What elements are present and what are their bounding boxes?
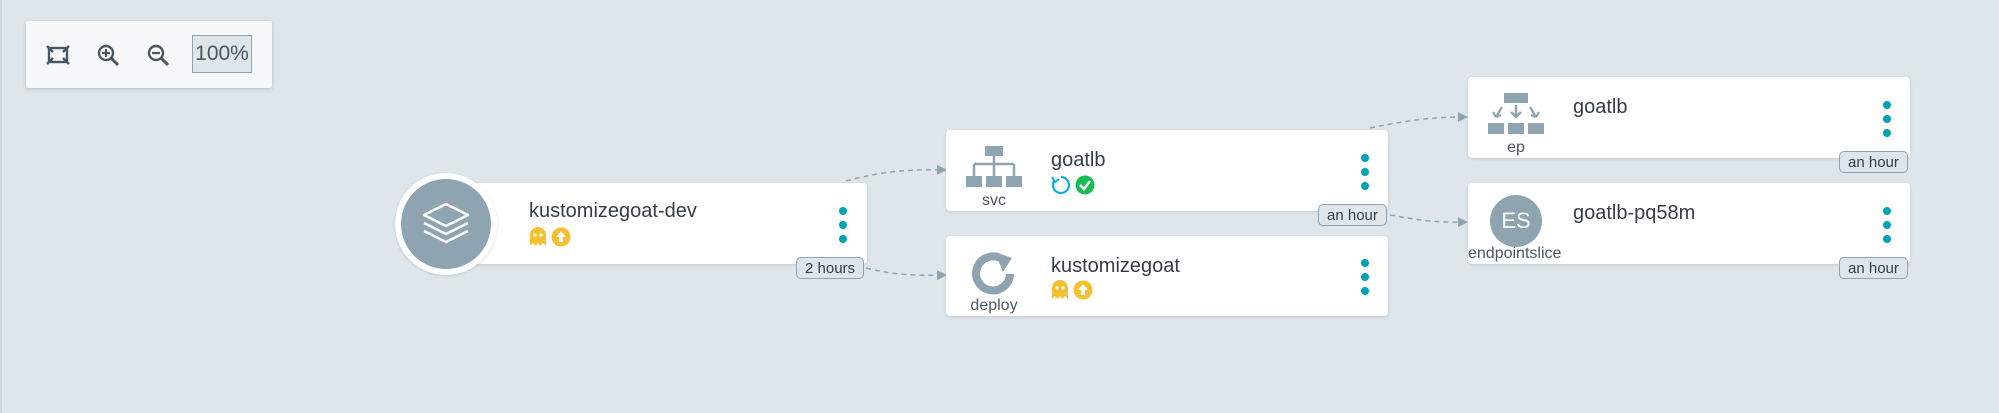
progressing-icon — [1051, 175, 1070, 195]
endpointslice-node-kind: endpointslice — [1468, 245, 1562, 262]
app-node-icon-circle — [395, 173, 497, 275]
edge-app-deploy — [865, 267, 947, 281]
service-tree-icon — [966, 146, 1022, 187]
layers-icon — [422, 202, 470, 244]
ep-node[interactable]: ep goatlb an hour — [1468, 77, 1910, 173]
ep-node-title: goatlb — [1573, 96, 1628, 118]
ghost-icon — [530, 227, 546, 246]
out-of-sync-icon — [551, 227, 571, 247]
svc-node-title: goatlb — [1051, 149, 1106, 171]
ghost-icon — [1052, 280, 1068, 299]
deploy-node[interactable]: deploy kustomizegoat — [946, 236, 1388, 316]
svc-node-menu[interactable] — [1359, 154, 1371, 190]
endpoints-icon — [1488, 93, 1544, 134]
app-node-status — [529, 227, 571, 247]
zoom-out-icon[interactable] — [142, 39, 174, 71]
deploy-node-status — [1051, 280, 1093, 300]
deploy-node-title: kustomizegoat — [1051, 255, 1180, 277]
svc-node-kind: svc — [982, 192, 1006, 209]
refresh-icon — [972, 252, 1014, 295]
ep-node-kind: ep — [1507, 139, 1525, 156]
svc-node-age: an hour — [1318, 204, 1387, 226]
edge-svc-endpointslice — [1389, 214, 1468, 228]
endpointslice-node-menu[interactable] — [1881, 207, 1893, 243]
canvas-edge — [0, 0, 2, 413]
app-node-menu[interactable] — [837, 207, 849, 243]
app-node-age: 2 hours — [796, 257, 865, 279]
endpointslice-node-age: an hour — [1839, 257, 1908, 279]
zoom-in-icon[interactable] — [92, 39, 124, 71]
out-of-sync-icon — [1073, 280, 1093, 300]
fit-icon[interactable] — [42, 39, 74, 71]
deploy-node-kind: deploy — [970, 297, 1018, 314]
endpointslice-icon: ES — [1490, 195, 1542, 247]
edge-svc-ep — [1369, 112, 1468, 129]
edge-app-svc — [845, 164, 947, 182]
zoom-level[interactable]: 100% — [192, 35, 252, 73]
app-node[interactable]: kustomizegoat-dev 2 hours — [445, 183, 867, 279]
zoom-toolbar: 100% — [26, 21, 272, 88]
ep-node-age: an hour — [1839, 151, 1908, 173]
svc-node-status — [1051, 175, 1095, 195]
svc-node[interactable]: svc goatlb an hour — [946, 130, 1388, 226]
deploy-node-menu[interactable] — [1359, 259, 1371, 295]
ep-node-menu[interactable] — [1881, 101, 1893, 137]
healthy-icon — [1075, 175, 1095, 195]
app-node-title: kustomizegoat-dev — [529, 200, 697, 222]
endpointslice-node-title: goatlb-pq58m — [1573, 202, 1696, 224]
